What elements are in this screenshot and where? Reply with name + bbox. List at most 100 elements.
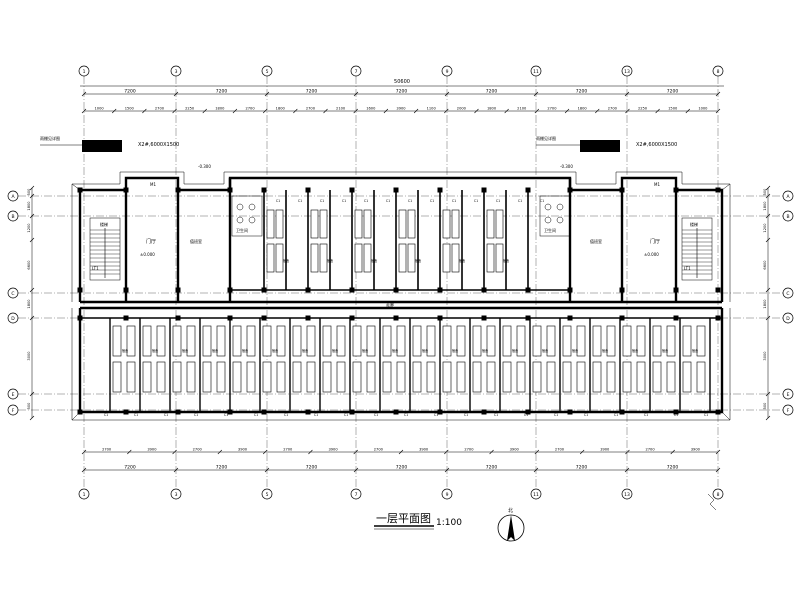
dorm-label: 宿舍 bbox=[503, 258, 510, 263]
axis-label-right: B bbox=[786, 214, 789, 220]
column bbox=[305, 409, 311, 415]
axis-label-top: 7 bbox=[355, 69, 358, 75]
bed bbox=[696, 325, 706, 357]
column bbox=[525, 409, 531, 415]
dimension-text: 3900 bbox=[600, 448, 610, 452]
dimension-tick bbox=[353, 108, 358, 114]
dimension-text: 2700 bbox=[547, 107, 557, 111]
toilet-left: 卫生间 bbox=[231, 195, 263, 237]
axis-label-bottom: 9 bbox=[446, 492, 449, 498]
bed bbox=[682, 361, 692, 393]
bed bbox=[606, 325, 616, 357]
window-tag: C1 bbox=[644, 413, 648, 417]
dimension-text: 7200 bbox=[216, 89, 228, 95]
window-tag: C1 bbox=[284, 413, 288, 417]
window-tag: C1 bbox=[194, 413, 198, 417]
dimension-text: 2700 bbox=[102, 448, 112, 452]
drawing-title: 一层平面图 bbox=[376, 512, 431, 525]
dorm-label: 宿舍 bbox=[459, 258, 466, 263]
bed bbox=[396, 361, 406, 393]
dorm-label: 宿舍 bbox=[692, 348, 699, 353]
dorm-label: 宿舍 bbox=[242, 348, 249, 353]
bed bbox=[442, 361, 452, 393]
dimension-text: 7200 bbox=[486, 89, 498, 95]
building-outline bbox=[78, 176, 724, 414]
column bbox=[393, 315, 399, 321]
dimension-text: 7200 bbox=[667, 89, 679, 95]
column bbox=[567, 315, 573, 321]
bed bbox=[495, 209, 504, 239]
bed bbox=[622, 325, 632, 357]
dorm-label: 宿舍 bbox=[272, 348, 279, 353]
bed bbox=[412, 361, 422, 393]
bed bbox=[262, 325, 272, 357]
column bbox=[481, 409, 487, 415]
column bbox=[437, 315, 443, 321]
bed-furniture: 宿舍宿舍宿舍宿舍宿舍宿舍宿舍宿舍宿舍宿舍宿舍宿舍宿舍宿舍宿舍宿舍宿舍宿舍宿舍宿舍… bbox=[112, 209, 706, 393]
bed bbox=[336, 325, 346, 357]
lobby-left-label: 门厅 bbox=[146, 238, 156, 245]
bed bbox=[354, 243, 363, 273]
bed bbox=[532, 361, 542, 393]
dimension-tick bbox=[262, 449, 268, 455]
stair-left: 楼梯 LT1 bbox=[89, 217, 121, 281]
dimension-tick bbox=[232, 108, 238, 114]
dimension-text: 2100 bbox=[336, 107, 346, 111]
bed bbox=[310, 209, 319, 239]
duty-left-label: 值班室 bbox=[190, 238, 202, 244]
dimension-text: 1200 bbox=[27, 223, 31, 233]
bed bbox=[363, 209, 372, 239]
dimension-tick bbox=[308, 449, 313, 455]
dimension-text: 2700 bbox=[608, 107, 618, 111]
dorm-label: 宿舍 bbox=[572, 348, 579, 353]
dimension-tick bbox=[81, 108, 87, 114]
bed bbox=[186, 361, 196, 393]
window-tag: C1 bbox=[404, 413, 408, 417]
dimension-text: 2700 bbox=[306, 107, 316, 111]
dimension-text: 7200 bbox=[124, 89, 136, 95]
bed bbox=[426, 361, 436, 393]
structural-columns bbox=[77, 187, 721, 415]
axis-label-left: C bbox=[11, 291, 14, 297]
bed bbox=[592, 361, 602, 393]
axis-label-right: F bbox=[787, 408, 790, 414]
bed bbox=[232, 361, 242, 393]
dorm-label: 宿舍 bbox=[152, 348, 159, 353]
column bbox=[349, 287, 355, 293]
window-tag: C1 bbox=[494, 413, 498, 417]
dorm-label: 宿舍 bbox=[392, 348, 399, 353]
dimension-text: 2700 bbox=[464, 448, 474, 452]
dimension-text: 1500 bbox=[125, 107, 135, 111]
axis-label-top: 5 bbox=[266, 69, 269, 75]
bed bbox=[336, 361, 346, 393]
dimension-text: 7200 bbox=[306, 465, 318, 471]
dimension-text: 7200 bbox=[396, 89, 408, 95]
bed bbox=[495, 243, 504, 273]
north-arrow-label: 北 bbox=[508, 507, 513, 514]
column bbox=[567, 287, 573, 293]
canopy-right-text: 雨棚见详图 bbox=[536, 135, 556, 141]
canopy-left-text: 雨棚见详图 bbox=[40, 135, 60, 141]
column bbox=[227, 287, 233, 293]
dimension-tick bbox=[564, 108, 570, 114]
bed bbox=[202, 361, 212, 393]
dimension-text: 2700 bbox=[245, 107, 255, 111]
dorm-label: 宿舍 bbox=[512, 348, 519, 353]
window-tag: C1 bbox=[276, 199, 280, 203]
bed bbox=[486, 361, 496, 393]
dimension-text: 2250 bbox=[638, 107, 648, 111]
dimension-tick bbox=[765, 185, 771, 191]
axis-label-bottom: 8 bbox=[717, 492, 720, 498]
axis-label-bottom: 5 bbox=[266, 492, 269, 498]
column bbox=[525, 187, 531, 193]
dimension-text: 1000 bbox=[698, 107, 708, 111]
dimension-tick bbox=[625, 108, 630, 114]
bed bbox=[352, 325, 362, 357]
window-tag: C1 bbox=[344, 413, 348, 417]
dimension-text: 7200 bbox=[576, 465, 588, 471]
dimension-text: 1600 bbox=[366, 107, 376, 111]
dimension-tick bbox=[534, 449, 540, 455]
